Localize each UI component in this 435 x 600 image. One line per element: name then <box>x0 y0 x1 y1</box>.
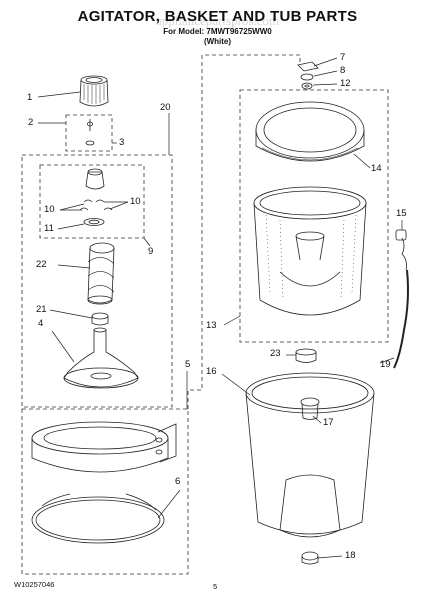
callout-12: 12 <box>340 78 351 89</box>
document-number: W10257046 <box>14 580 55 589</box>
callout-1: 1 <box>27 92 33 103</box>
callout-20: 20 <box>160 102 171 113</box>
callout-14: 14 <box>371 163 382 174</box>
callout-18: 18 <box>345 550 356 561</box>
page-number: 5 <box>213 582 218 591</box>
connector-line <box>187 54 301 409</box>
bearing-part <box>91 312 109 326</box>
tub-ring-part <box>31 421 177 473</box>
callout-23: 23 <box>270 348 281 359</box>
callout-3: 3 <box>119 137 125 148</box>
group-box-20 <box>21 154 173 408</box>
agitator-dogs-assembly <box>79 168 113 226</box>
callout-16: 16 <box>206 366 217 377</box>
callout-4: 4 <box>38 318 44 329</box>
callout-7: 7 <box>340 52 346 63</box>
callout-17: 17 <box>323 417 334 428</box>
bolt-washer-part <box>85 119 95 146</box>
callout-2: 2 <box>28 117 34 128</box>
drive-hub-part <box>295 348 317 363</box>
agitator-cap-part <box>79 75 109 107</box>
callout-11: 11 <box>44 223 54 234</box>
watermark: appliancepartspros.com <box>155 13 280 28</box>
callout-22: 22 <box>36 259 47 270</box>
callout-15: 15 <box>396 208 407 219</box>
auger-part <box>87 242 115 305</box>
agitator-base-part <box>63 327 139 389</box>
hose-part <box>393 229 409 369</box>
callout-13: 13 <box>206 320 217 331</box>
model-color: (White) <box>203 37 232 46</box>
leader-lines <box>37 57 403 559</box>
balance-ring-part <box>255 101 365 162</box>
model-number: For Model: 7MWT96725WW0 <box>163 27 272 36</box>
spanner-nut-part <box>297 61 319 90</box>
page-title: AGITATOR, BASKET AND TUB PARTS <box>77 8 358 25</box>
callout-8: 8 <box>340 65 346 76</box>
group-box-2 <box>65 114 113 152</box>
callout-9: 9 <box>148 246 154 257</box>
callout-10-right: 10 <box>130 196 141 207</box>
group-box-9 <box>39 164 145 239</box>
spin-basket-part <box>253 186 367 316</box>
callout-10-left: 10 <box>44 204 55 215</box>
callout-21: 21 <box>36 304 47 315</box>
outer-tub-part <box>245 372 375 565</box>
group-box-5 <box>21 408 189 575</box>
group-box-13 <box>239 89 389 343</box>
tub-cover-part <box>31 493 165 544</box>
callout-19: 19 <box>380 359 391 370</box>
callout-5: 5 <box>185 359 191 370</box>
callout-6: 6 <box>175 476 181 487</box>
